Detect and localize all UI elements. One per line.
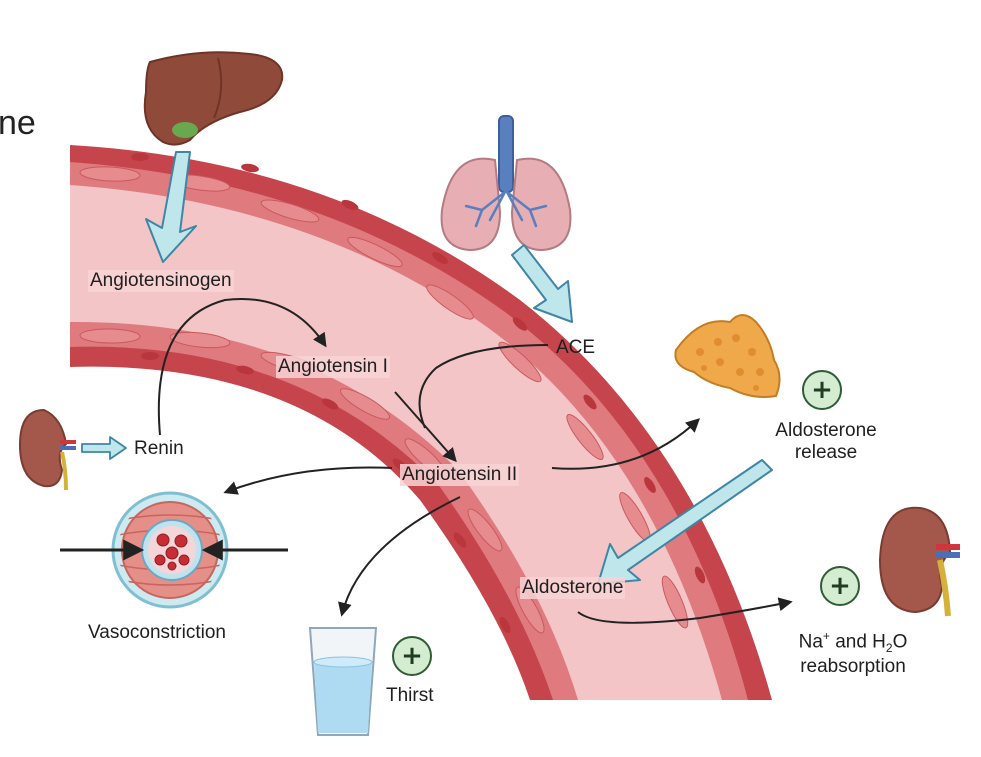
lungs-icon: [440, 115, 572, 252]
liver-arrow: [145, 151, 197, 263]
renin-curve-arrow: [157, 298, 327, 436]
renin-arrow: [81, 436, 127, 460]
angiotensin-i-label: Angiotensin I: [276, 356, 390, 378]
aldosterone-release-arrow: [551, 418, 701, 470]
vasoconstriction-label: Vasoconstriction: [88, 622, 226, 643]
ace-curve-arrow: [418, 344, 549, 429]
angiotensinogen-label: Angiotensinogen: [88, 270, 234, 292]
aldosterone-release-line1: Aldosterone: [775, 420, 877, 441]
na-text: Na: [798, 631, 823, 653]
angiotensin-i-to-ii-arrow: [394, 391, 457, 463]
na-h2o-line: Na+ and H2O: [768, 629, 938, 656]
ace-label: ACE: [556, 337, 596, 358]
na-charge: +: [822, 629, 830, 643]
thirst-arrow: [338, 496, 461, 617]
aldosterone-release-plus-icon: +: [802, 370, 842, 410]
adrenal-gland-icon: [674, 314, 781, 398]
aldosterone-label: Aldosterone: [520, 577, 626, 599]
thirst-label: Thirst: [386, 685, 434, 706]
angiotensin-ii-label: Angiotensin II: [400, 464, 520, 486]
edge-text-fragment: ne: [0, 104, 36, 142]
kidney-icon: [18, 408, 76, 491]
reabsorption-label: Na+ and H2O reabsorption: [768, 629, 938, 678]
vasoconstriction-arrow: [223, 466, 393, 495]
renin-label: Renin: [134, 438, 184, 459]
aldosterone-release-line2: release: [794, 441, 858, 463]
reabsorption-plus-icon: +: [820, 566, 860, 606]
reabsorption-arrow: [577, 597, 793, 624]
aldosterone-release-label: Aldosterone release: [756, 420, 896, 464]
water-glass-icon: [308, 627, 378, 736]
liver-icon: [143, 51, 284, 146]
o-text: O: [892, 631, 908, 653]
wall-nuclei: [131, 153, 706, 634]
reabsorption-line: reabsorption: [800, 655, 906, 677]
thirst-plus-icon: +: [392, 636, 432, 676]
kidney-icon: [878, 506, 960, 617]
h-subscript: 2: [885, 641, 893, 656]
artery-cross-section-icon: [111, 491, 229, 609]
ace-arrow: [511, 244, 573, 323]
vessel-lumen: [70, 185, 722, 700]
and-h-text: and H: [829, 631, 886, 653]
